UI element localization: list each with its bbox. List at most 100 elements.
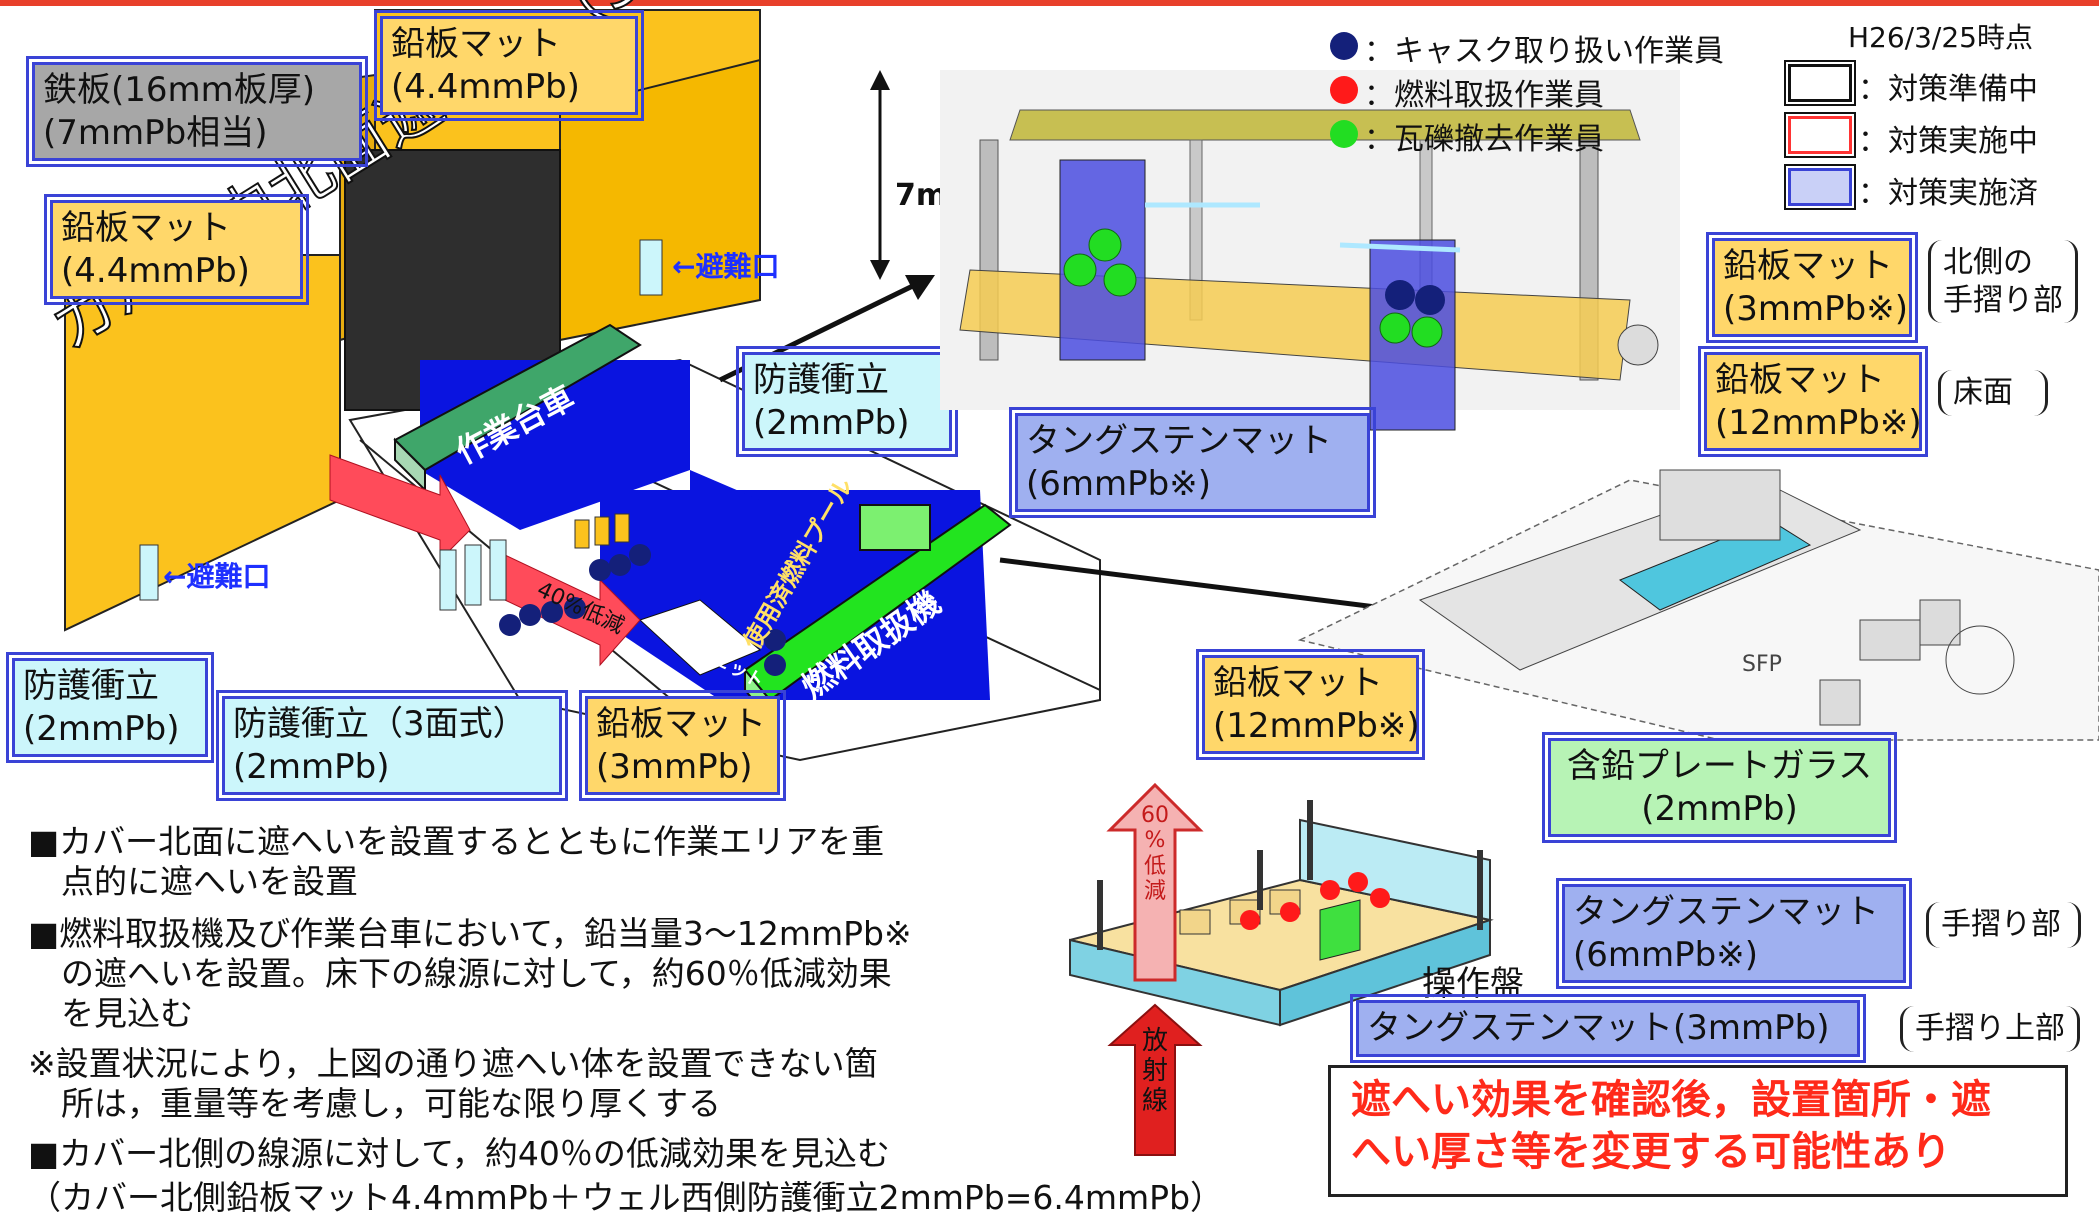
radiation-arrow-icon <box>1107 1003 1203 1156</box>
lead-mat-left-label: 鉛板マット (4.4mmPb) <box>44 194 309 305</box>
up-arrow-icon <box>1106 782 1204 982</box>
legend-box-preparing <box>1784 60 1856 106</box>
screen-panel-left <box>139 544 159 601</box>
protect-screen-left-label: 防護衝立 (2mmPb) <box>6 652 214 763</box>
legend-dot-cask <box>1330 32 1358 60</box>
lead-mat-12-bottom-label: 鉛板マット (12mmPb※) <box>1196 649 1425 760</box>
tungsten-6mm-top-line-1: タングステンマット <box>1026 421 1332 461</box>
lead-mat-floor-line-2: (12mmPb※) <box>1715 402 1922 443</box>
notice-box: 遮へい効果を確認後，設置箇所・遮 へい厚さ等を変更する可能性あり <box>1328 1065 2068 1197</box>
radiation-char-1: 放 <box>1141 1026 1168 1056</box>
fuel-handling-machine-drawing <box>940 70 1680 431</box>
legend-status: ：対策準備中 ：対策実施中 ：対策実施済 <box>1784 60 2088 211</box>
lead-mat-north-line-2: (3mmPb※) <box>1723 288 1908 329</box>
pool-area-3 <box>690 470 760 560</box>
screen-panel-1 <box>439 549 457 611</box>
legend-box-done <box>1784 164 1856 210</box>
screen-panel-3 <box>489 539 507 601</box>
evacuation-exit-top: ←避難口 <box>672 250 780 283</box>
lead-mat-left-line-2: (4.4mmPb) <box>61 250 250 291</box>
legend-workers: ：キャスク取り扱い作業員 ：燃料取扱作業員 ：瓦礫撤去作業員 <box>1330 26 1750 157</box>
north-handrail-line-1: 北側の <box>1943 245 2033 280</box>
legend-done-label: ：対策実施済 <box>1858 176 2038 211</box>
reduction-60-text: 60 % 低 減 <box>1140 803 1170 904</box>
handrail-note: 手摺り部 <box>1926 902 2081 948</box>
bullet-line-3: ■燃料取扱機及び作業台車において，鉛当量3～12mmPb※ <box>28 914 912 953</box>
protect-screen-3face-label: 防護衝立（3面式） (2mmPb) <box>216 690 568 801</box>
lead-mat-top-line-2: (4.4mmPb) <box>391 66 580 107</box>
radiation-arrow: 放 射 線 <box>1107 1003 1203 1156</box>
lead-glass-line-2: (2mmPb) <box>1641 788 1798 829</box>
sfp-plan-sketch <box>1297 469 2099 741</box>
iron-plate-label: 鉄板(16mm板厚) (7mmPb相当) <box>26 56 368 167</box>
legend-dot-fuel <box>1330 76 1358 104</box>
tungsten-6mm-top-label: タングステンマット (6mmPb※) <box>1009 407 1376 518</box>
bullet-line-2: 点的に遮へいを設置 <box>28 862 358 901</box>
handrail-top-note-text: 手摺り上部 <box>1915 1011 2065 1046</box>
screen-panel-2 <box>464 544 482 606</box>
legend-in-progress-label: ：対策実施中 <box>1858 124 2038 159</box>
iron-plate-line-1: 鉄板(16mm板厚) <box>43 70 316 110</box>
control-panel-label: 操作盤 <box>1422 964 1524 1004</box>
legend-preparing-label: ：対策準備中 <box>1858 72 2038 107</box>
lead-mat-floor-line-1: 鉛板マット <box>1715 360 1885 400</box>
legend-fuel-label: ：燃料取扱作業員 <box>1364 78 1604 113</box>
radiation-char-3: 線 <box>1141 1085 1168 1116</box>
lead-mat-top-line-1: 鉛板マット <box>391 24 561 64</box>
lead-mat-12-bottom-line-1: 鉛板マット <box>1213 663 1383 703</box>
legend-rubble-label: ：瓦礫撤去作業員 <box>1364 122 1604 157</box>
legend-dot-rubble <box>1330 120 1358 148</box>
lead-glass-line-1: 含鉛プレートガラス <box>1566 746 1873 786</box>
protect-screen-center-line-2: (2mmPb) <box>753 402 910 443</box>
shielding-scene <box>64 9 1420 762</box>
protect-screen-center-line-1: 防護衝立 <box>753 360 889 400</box>
tungsten-6mm-bottom-line-1: タングステンマット <box>1573 892 1879 932</box>
notice-line-1: 遮へい効果を確認後，設置箇所・遮 <box>1351 1077 1991 1123</box>
iron-plate-line-2: (7mmPb相当) <box>43 112 268 153</box>
lead-mat-top-label: 鉛板マット (4.4mmPb) <box>374 10 644 121</box>
lead-mat-north-line-1: 鉛板マット <box>1723 246 1893 286</box>
protect-screen-3face-line-1: 防護衝立（3面式） <box>233 704 527 744</box>
bullet-line-4: の遮へいを設置。床下の線源に対して，約60％低減効果 <box>28 954 892 993</box>
tungsten-6mm-bottom-label: タングステンマット (6mmPb※) <box>1556 878 1912 989</box>
reduction-arrow-1 <box>329 454 471 562</box>
bullet-line-5: を見込む <box>28 994 193 1033</box>
lead-mat-north-label: 鉛板マット (3mmPb※) <box>1706 232 1918 343</box>
floor-note: 床面 <box>1938 370 2048 416</box>
lead-glass-label: 含鉛プレートガラス (2mmPb) <box>1542 732 1897 843</box>
handrail-note-text: 手摺り部 <box>1941 907 2061 942</box>
reduction-60-char-1: 60 <box>1141 803 1169 828</box>
protect-screen-center-label: 防護衝立 (2mmPb) <box>736 346 958 457</box>
radiation-text: 放 射 線 <box>1140 1026 1170 1117</box>
radiation-char-2: 射 <box>1141 1055 1168 1086</box>
lead-mat-3mm-label: 鉛板マット (3mmPb) <box>579 690 786 801</box>
legend-cask-label: ：キャスク取り扱い作業員 <box>1364 34 1724 69</box>
notice-line-2: へい厚さ等を変更する可能性あり <box>1351 1129 1951 1175</box>
cask-pit <box>639 599 761 676</box>
bullet-line-7: 所は，重量等を考慮し，可能な限り厚くする <box>28 1084 721 1123</box>
glass-panel <box>1299 818 1491 922</box>
floor-note-text: 床面 <box>1953 375 2013 410</box>
reduction-60-char-3: 低 <box>1143 853 1166 879</box>
bullet-list: ■カバー北面に遮へいを設置するとともに作業エリアを重 点的に遮へいを設置 ■燃料… <box>28 815 1223 1217</box>
bullet-line-9: （カバー北側鉛板マット4.4mmPb＋ウェル西側防護衝立2mmPb=6.4mmP… <box>28 1178 1224 1217</box>
north-handrail-note: 北側の 手摺り部 <box>1928 240 2078 323</box>
lead-mat-3mm-line-2: (3mmPb) <box>596 746 753 787</box>
bullet-line-1: ■カバー北面に遮へいを設置するとともに作業エリアを重 <box>28 822 885 861</box>
reduction-60-char-4: 減 <box>1143 878 1166 904</box>
worker-cask <box>499 614 521 636</box>
reduction-60-char-2: % <box>1144 828 1166 854</box>
lead-mat-3mm-line-1: 鉛板マット <box>596 704 766 744</box>
tungsten-6mm-top-line-2: (6mmPb※) <box>1026 463 1211 504</box>
protect-screen-left-line-1: 防護衝立 <box>23 666 159 706</box>
legend-box-in-progress <box>1784 112 1856 158</box>
screen-panel-top <box>639 239 663 296</box>
lead-mat-floor-label: 鉛板マット (12mmPb※) <box>1698 346 1928 457</box>
north-handrail-line-2: 手摺り部 <box>1943 282 2063 318</box>
tungsten-6mm-bottom-line-2: (6mmPb※) <box>1573 934 1758 975</box>
reduction-60-arrow: 60 % 低 減 <box>1106 782 1204 982</box>
date-stamp: H26/3/25時点 <box>1848 21 2033 54</box>
tungsten-3mm-label: タングステンマット(3mmPb) <box>1350 994 1866 1063</box>
top-rule <box>0 0 2099 6</box>
sfp-label: SFP <box>1742 652 1782 677</box>
